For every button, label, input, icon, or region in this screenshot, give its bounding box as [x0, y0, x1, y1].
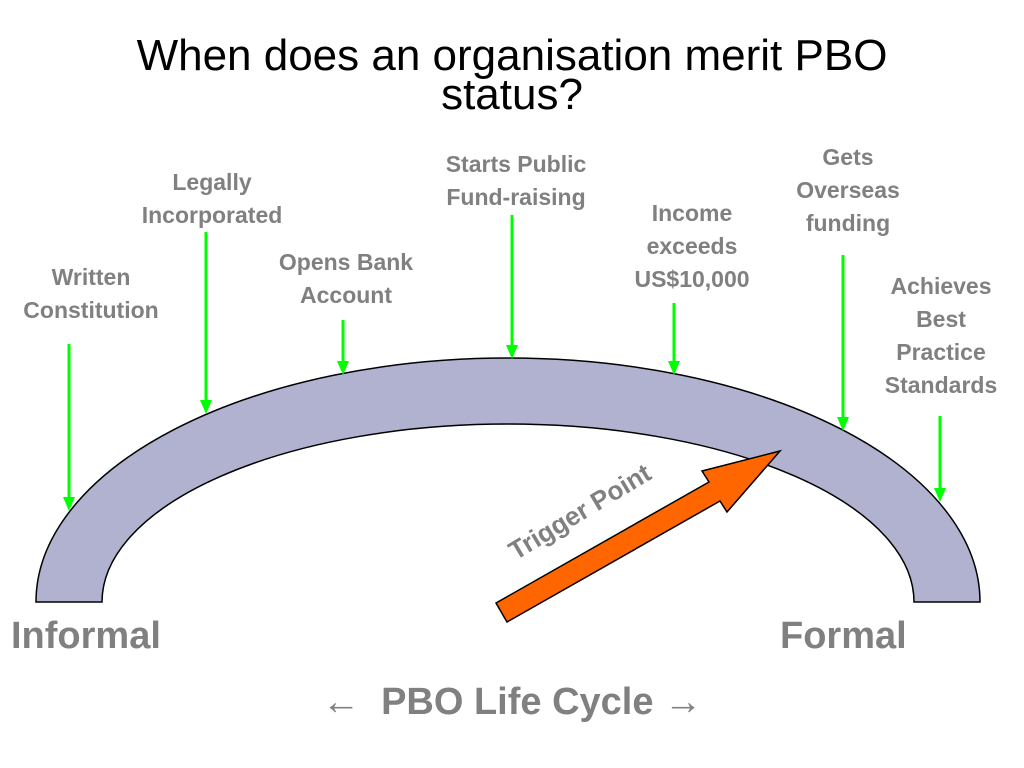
- life-cycle-label: PBO Life Cycle: [381, 681, 654, 723]
- milestone-label-line: Gets: [822, 144, 874, 170]
- right-arrow-icon: →: [664, 681, 703, 723]
- milestone-arrow-opens-bank-account: [337, 320, 349, 375]
- milestone-arrow-legally-incorporated: [200, 232, 212, 414]
- milestone-arrow-written-constitution: [63, 344, 75, 511]
- milestone-label-line: Written: [51, 264, 131, 290]
- milestone-label-line: Constitution: [23, 297, 159, 323]
- life-cycle-caption: ← PBO Life Cycle →: [0, 682, 1024, 722]
- milestone-label-written-constitution: Written Constitution: [23, 261, 158, 327]
- milestone-label-legally-incorporated: Legally Incorporated: [142, 166, 283, 232]
- milestone-label-line: Overseas: [796, 177, 900, 203]
- milestone-label-best-practice: Achieves Best Practice Standards: [885, 270, 997, 402]
- left-arrow-icon: ←: [321, 681, 360, 723]
- milestone-label-line: US$10,000: [634, 266, 750, 292]
- informal-label: Informal: [11, 615, 161, 657]
- page-title-line-2: status?: [441, 70, 583, 119]
- life-cycle-arch: [35, 357, 981, 603]
- milestone-label-line: Income: [651, 200, 733, 226]
- milestone-label-income-exceeds: Income exceeds US$10,000: [634, 197, 749, 296]
- trigger-point-arrow: [494, 449, 783, 624]
- milestone-label-line: Account: [300, 282, 392, 308]
- milestone-label-line: Fund-raising: [446, 184, 586, 210]
- milestone-label-line: Achieves: [890, 273, 992, 299]
- formal-label: Formal: [780, 615, 907, 657]
- page-title-line-1: When does an organisation merit PBO: [136, 31, 888, 80]
- milestone-label-line: Starts Public: [445, 151, 587, 177]
- milestone-label-opens-bank-account: Opens Bank Account: [279, 246, 413, 312]
- milestone-label-line: Opens Bank: [278, 249, 414, 275]
- milestone-label-line: Standards: [884, 372, 998, 398]
- milestone-arrow-starts-public-fundraising: [506, 215, 518, 359]
- page-title: When does an organisation merit PBO stat…: [62, 31, 962, 119]
- milestone-arrow-best-practice: [934, 416, 946, 502]
- milestone-arrows: [63, 215, 946, 511]
- milestone-arrow-overseas-funding: [837, 255, 849, 431]
- milestone-label-overseas-funding: Gets Overseas funding: [796, 141, 900, 240]
- milestone-label-line: Incorporated: [141, 202, 283, 228]
- milestone-label-starts-public-fundraising: Starts Public Fund-raising: [446, 148, 587, 214]
- milestone-label-line: Legally: [172, 169, 252, 195]
- milestone-label-line: Best: [916, 306, 966, 332]
- milestone-label-line: exceeds: [646, 233, 738, 259]
- milestone-label-line: Practice: [896, 339, 986, 365]
- milestone-arrow-income-exceeds: [668, 303, 680, 375]
- milestone-label-line: funding: [805, 210, 891, 236]
